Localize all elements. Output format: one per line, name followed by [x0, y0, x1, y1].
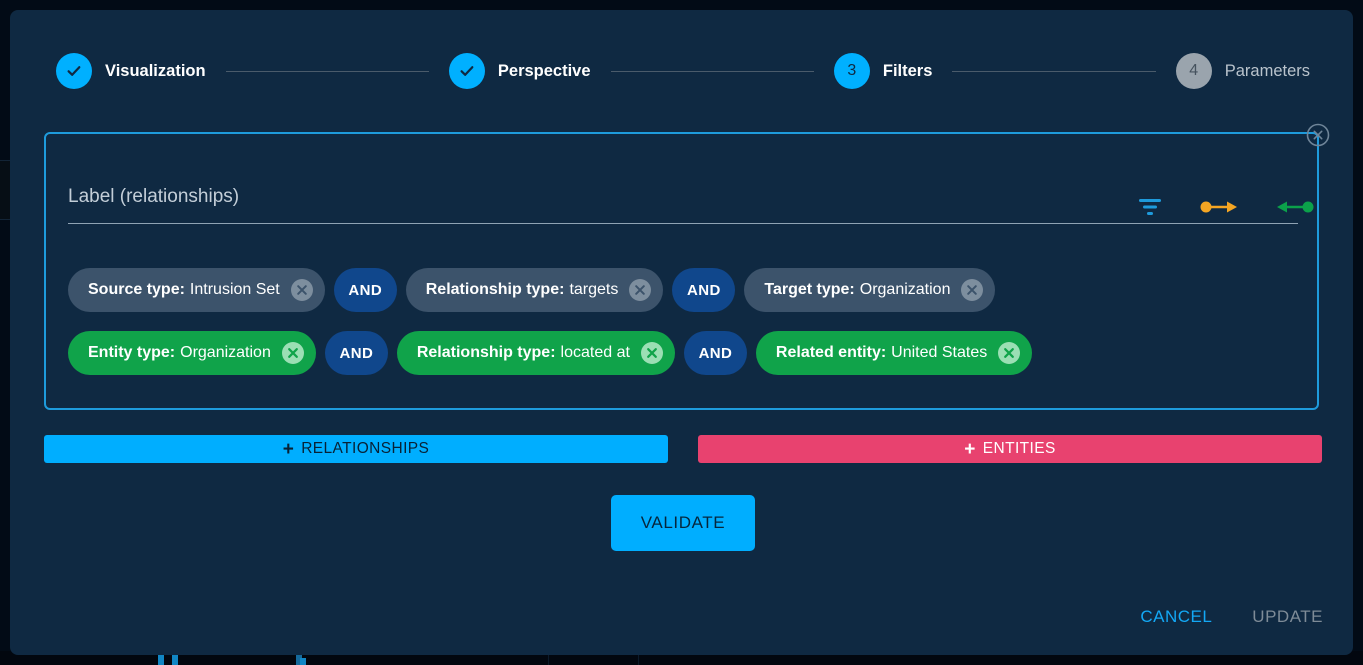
- filter-icon[interactable]: [1137, 196, 1163, 223]
- stepper-step-filters[interactable]: 3 Filters: [833, 53, 933, 89]
- remove-chip-icon[interactable]: [998, 342, 1021, 364]
- remove-chip-icon[interactable]: [290, 279, 313, 301]
- filter-chip-key: Entity type:: [88, 344, 176, 361]
- filter-chip-target-type[interactable]: Target type: Organization: [744, 268, 996, 312]
- stepper-label-perspective: Perspective: [497, 61, 591, 80]
- cancel-button[interactable]: CANCEL: [1130, 601, 1222, 633]
- stepper-step-visualization[interactable]: Visualization: [56, 53, 206, 89]
- step-number-badge: 3: [833, 53, 870, 89]
- label-input-placeholder: Label (relationships): [68, 186, 240, 207]
- step-number-badge: 4: [1175, 53, 1212, 89]
- remove-chip-icon[interactable]: [281, 342, 304, 364]
- filter-row-entities: Entity type: Organization AND Relationsh…: [68, 331, 1033, 375]
- filter-chip-value: targets: [569, 281, 619, 298]
- filter-chip-value: Organization: [859, 281, 951, 298]
- remove-chip-icon[interactable]: [961, 279, 984, 301]
- filter-chip-related-entity[interactable]: Related entity: United States: [755, 331, 1033, 375]
- conjunction-and[interactable]: AND: [683, 331, 747, 375]
- conjunction-and[interactable]: AND: [333, 268, 397, 312]
- step-status-check-icon: [56, 53, 92, 89]
- stepper-connector: [952, 70, 1156, 72]
- filter-chip-value: located at: [560, 344, 630, 361]
- widget-config-dialog: Visualization Perspective 3 Filters 4 Pa…: [10, 10, 1353, 655]
- add-relationships-button[interactable]: + RELATIONSHIPS: [44, 435, 668, 463]
- stepper: Visualization Perspective 3 Filters 4 Pa…: [56, 43, 1310, 99]
- filter-chip-value: Organization: [180, 344, 271, 361]
- conjunction-and[interactable]: AND: [672, 268, 736, 312]
- filter-chip-key: Source type:: [88, 281, 185, 298]
- close-icon[interactable]: [1306, 123, 1330, 147]
- background-bar: [172, 654, 178, 665]
- add-relationships-label: RELATIONSHIPS: [301, 440, 430, 457]
- dialog-footer: CANCEL UPDATE: [1130, 601, 1333, 633]
- conjunction-and[interactable]: AND: [324, 331, 388, 375]
- validate-button[interactable]: VALIDATE: [611, 495, 755, 551]
- filter-chip-relationship-type[interactable]: Relationship type: targets: [405, 268, 664, 312]
- filter-panel: Label (relationships): [44, 123, 1330, 410]
- stepper-connector: [225, 70, 429, 72]
- remove-chip-icon[interactable]: [640, 342, 663, 364]
- add-entities-button[interactable]: + ENTITIES: [698, 435, 1322, 463]
- remove-chip-icon[interactable]: [629, 279, 652, 301]
- filter-chip-key: Relationship type:: [425, 281, 565, 298]
- background-bar: [296, 652, 302, 665]
- update-button[interactable]: UPDATE: [1242, 601, 1333, 633]
- stepper-label-visualization: Visualization: [105, 61, 206, 80]
- plus-icon: +: [964, 438, 976, 460]
- stepper-label-parameters: Parameters: [1224, 61, 1311, 80]
- background-bar: [300, 658, 306, 665]
- arrow-right-icon[interactable]: [1199, 197, 1239, 222]
- stepper-step-parameters[interactable]: 4 Parameters: [1175, 53, 1311, 89]
- filter-chip-source-type[interactable]: Source type: Intrusion Set: [68, 268, 325, 312]
- background-bar: [158, 651, 164, 665]
- filter-chip-entity-type[interactable]: Entity type: Organization: [68, 331, 316, 375]
- arrow-left-icon[interactable]: [1275, 197, 1315, 222]
- stepper-label-filters: Filters: [882, 61, 933, 80]
- stepper-connector: [610, 70, 814, 72]
- filter-row-relationships: Source type: Intrusion Set AND Relations…: [68, 268, 996, 312]
- filter-chip-value: United States: [891, 344, 988, 361]
- background-left-panel: [0, 160, 10, 220]
- filter-chip-value: Intrusion Set: [189, 281, 280, 298]
- label-input-field[interactable]: Label (relationships): [68, 182, 1298, 224]
- background-seam: [548, 651, 549, 665]
- filter-chip-key: Relationship type:: [416, 344, 556, 361]
- add-entities-label: ENTITIES: [982, 440, 1056, 457]
- stepper-step-perspective[interactable]: Perspective: [448, 53, 591, 89]
- filter-chip-key: Related entity:: [775, 344, 887, 361]
- step-status-check-icon: [448, 53, 485, 89]
- filter-chip-key: Target type:: [764, 281, 855, 298]
- filter-chip-relationship-type[interactable]: Relationship type: located at: [396, 331, 675, 375]
- filter-panel-icon-group: [1137, 196, 1315, 223]
- background-seam: [638, 651, 639, 665]
- plus-icon: +: [282, 438, 295, 460]
